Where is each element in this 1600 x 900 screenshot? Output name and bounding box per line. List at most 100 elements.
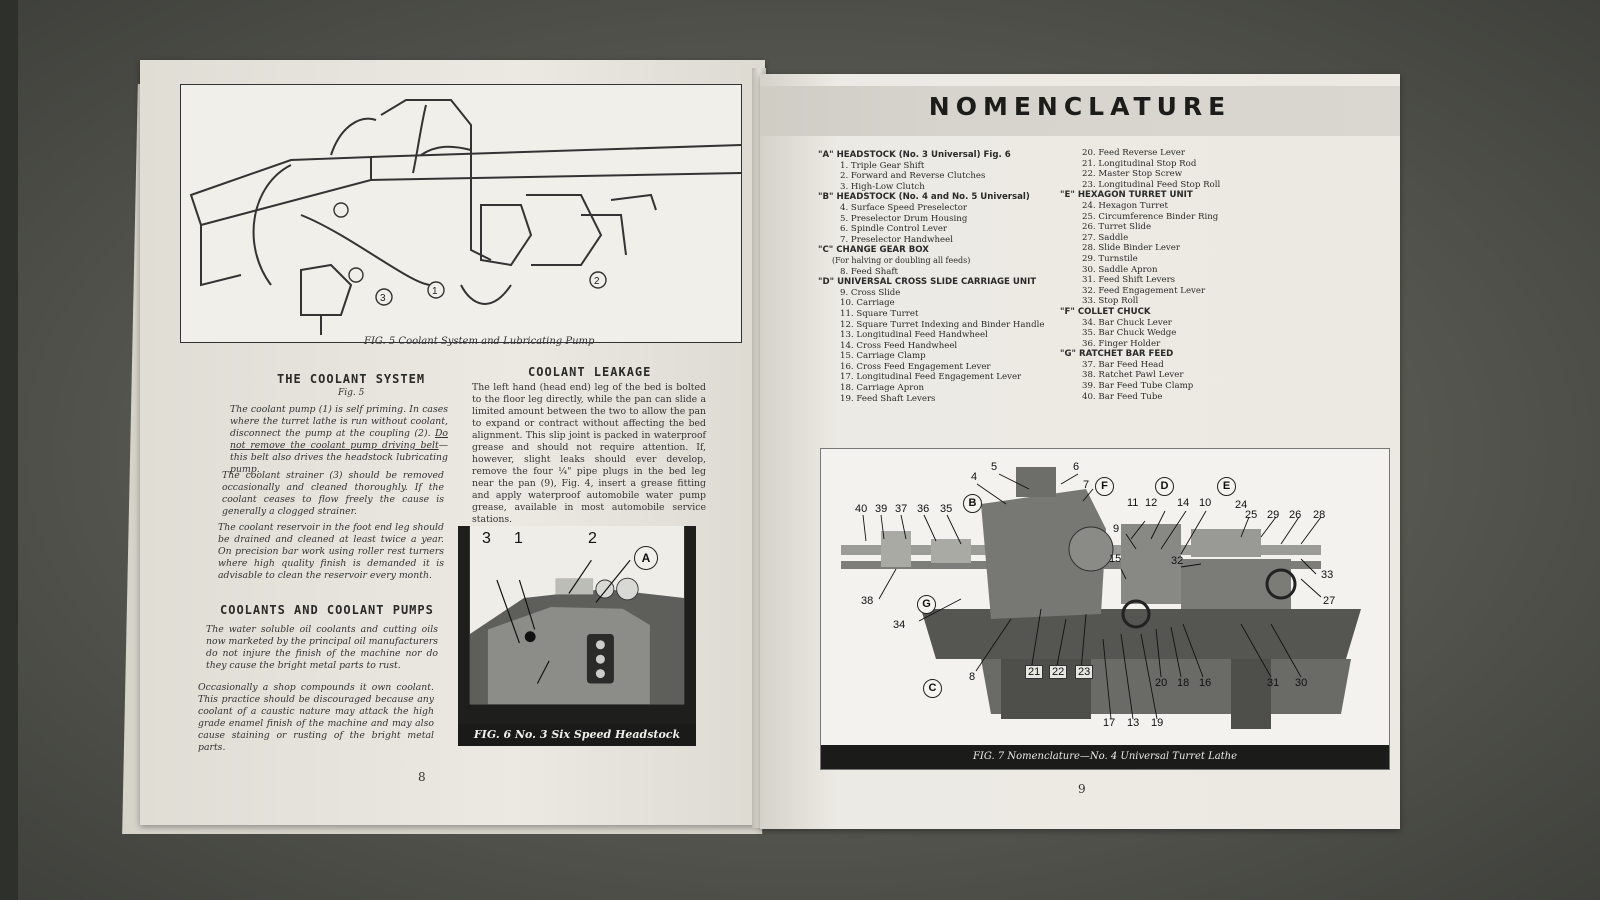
figure-7-caption: FIG. 7 Nomenclature—No. 4 Universal Turr… bbox=[821, 745, 1389, 769]
nomenclature-item: 13. Longitudinal Feed Handwheel bbox=[840, 330, 988, 341]
coolant-system-drawing: 1 2 3 bbox=[189, 99, 742, 335]
section-title-coolants-pumps: COOLANTS AND COOLANT PUMPS bbox=[220, 603, 434, 617]
section-title-coolant-leakage: COOLANT LEAKAGE bbox=[528, 365, 652, 379]
label-37: 37 bbox=[895, 503, 908, 515]
page-number-right: 9 bbox=[1078, 782, 1086, 796]
nomenclature-item: 24. Hexagon Turret bbox=[1082, 200, 1168, 211]
workbench-edge bbox=[0, 0, 18, 900]
nomenclature-item: 26. Turret Slide bbox=[1082, 222, 1152, 233]
nomenclature-item: 21. Longitudinal Stop Rod bbox=[1082, 158, 1197, 169]
label-33: 33 bbox=[1321, 569, 1334, 581]
fig6-callout-1: 1 bbox=[514, 530, 523, 547]
nomenclature-item: 10. Carriage bbox=[840, 298, 895, 309]
fig6-callout-3: 3 bbox=[482, 530, 491, 547]
nomenclature-item: 37. Bar Feed Head bbox=[1082, 359, 1164, 370]
nomenclature-item: 27. Saddle bbox=[1082, 232, 1129, 243]
label-13: 13 bbox=[1127, 717, 1140, 729]
paragraph-shop-coolant: Occasionally a shop compounds it own coo… bbox=[198, 682, 434, 753]
nomenclature-item: 14. Cross Feed Handwheel bbox=[840, 340, 958, 351]
label-6: 6 bbox=[1073, 461, 1080, 473]
figure-5-coolant-diagram: 1 2 3 bbox=[180, 84, 742, 343]
label-15: 15 bbox=[1109, 553, 1122, 565]
label-11: 11 bbox=[1127, 497, 1139, 509]
figure-5-caption: FIG. 5 Coolant System and Lubricating Pu… bbox=[364, 336, 595, 347]
nomenclature-item: 11. Square Turret bbox=[840, 308, 919, 319]
label-E: E bbox=[1217, 477, 1236, 496]
fig6-callout-2: 2 bbox=[588, 530, 597, 547]
nomenclature-group-heading: "A" HEADSTOCK (No. 3 Universal) Fig. 6 bbox=[818, 150, 1011, 160]
nomenclature-item: 5. Preselector Drum Housing bbox=[840, 213, 968, 224]
nomenclature-item: 19. Feed Shaft Levers bbox=[840, 393, 936, 404]
nomenclature-item: 7. Preselector Handwheel bbox=[840, 234, 953, 245]
callout-3: 3 bbox=[380, 293, 386, 304]
nomenclature-item: 9. Cross Slide bbox=[840, 287, 901, 298]
nomenclature-item: 40. Bar Feed Tube bbox=[1082, 391, 1163, 402]
nomenclature-item: 18. Carriage Apron bbox=[840, 383, 925, 394]
nomenclature-group-heading: "F" COLLET CHUCK bbox=[1060, 306, 1151, 317]
label-25: 25 bbox=[1245, 509, 1258, 521]
label-4: 4 bbox=[971, 471, 978, 483]
fig-reference: Fig. 5 bbox=[338, 388, 365, 398]
nomenclature-item: 34. Bar Chuck Lever bbox=[1082, 317, 1172, 328]
label-G: G bbox=[917, 595, 936, 614]
nomenclature-group-note: (For halving or doubling all feeds) bbox=[832, 255, 971, 265]
label-C: C bbox=[923, 679, 942, 698]
label-7: 7 bbox=[1083, 479, 1090, 491]
nomenclature-item: 32. Feed Engagement Lever bbox=[1082, 285, 1206, 296]
nomenclature-item: 39. Bar Feed Tube Clamp bbox=[1082, 381, 1194, 392]
label-17: 17 bbox=[1103, 717, 1116, 729]
callout-1: 1 bbox=[432, 286, 438, 297]
label-9: 9 bbox=[1113, 523, 1120, 535]
label-5: 5 bbox=[991, 461, 998, 473]
nomenclature-item: 31. Feed Shift Levers bbox=[1082, 275, 1176, 286]
label-21: 21 bbox=[1025, 665, 1044, 679]
paragraph-coolant-leakage: The left hand (head end) leg of the bed … bbox=[472, 382, 706, 525]
open-manual: 1 2 3 FIG. 5 Coolant System and Lubricat… bbox=[122, 60, 1420, 840]
label-26: 26 bbox=[1289, 509, 1302, 521]
label-28: 28 bbox=[1313, 509, 1326, 521]
nomenclature-group-heading: "B" HEADSTOCK (No. 4 and No. 5 Universal… bbox=[818, 192, 1030, 203]
nomenclature-item: 20. Feed Reverse Lever bbox=[1082, 148, 1185, 158]
nomenclature-item: 1. Triple Gear Shift bbox=[840, 160, 925, 171]
nomenclature-item: 12. Square Turret Indexing and Binder Ha… bbox=[840, 319, 1045, 330]
headstock-photo-image bbox=[469, 526, 685, 705]
nomenclature-item: 29. Turnstile bbox=[1082, 253, 1138, 264]
label-12: 12 bbox=[1145, 497, 1158, 509]
label-31: 31 bbox=[1267, 677, 1280, 689]
nomenclature-item: 30. Saddle Apron bbox=[1082, 264, 1158, 275]
nomenclature-item: 17. Longitudinal Feed Engagement Lever bbox=[840, 372, 1022, 383]
nomenclature-item: 33. Stop Roll bbox=[1082, 296, 1139, 307]
nomenclature-item: 36. Finger Holder bbox=[1082, 338, 1161, 349]
label-19: 19 bbox=[1151, 717, 1164, 729]
paragraph-coolant-strainer: The coolant strainer (3) should be remov… bbox=[222, 470, 444, 517]
label-B: B bbox=[963, 494, 982, 513]
label-D: D bbox=[1155, 477, 1174, 496]
paragraph-coolant-pump: The coolant pump (1) is self priming. In… bbox=[230, 404, 448, 475]
page-title-nomenclature: NOMENCLATURE bbox=[928, 92, 1232, 121]
label-39: 39 bbox=[875, 503, 888, 515]
nomenclature-item: 15. Carriage Clamp bbox=[840, 351, 926, 362]
nomenclature-item: 22. Master Stop Screw bbox=[1082, 169, 1183, 180]
label-30: 30 bbox=[1295, 677, 1308, 689]
label-18: 18 bbox=[1177, 677, 1190, 689]
nomenclature-item: 2. Forward and Reverse Clutches bbox=[840, 171, 986, 182]
nomenclature-item: 38. Ratchet Pawl Lever bbox=[1082, 370, 1184, 381]
page-8: 1 2 3 FIG. 5 Coolant System and Lubricat… bbox=[140, 60, 765, 825]
label-8: 8 bbox=[969, 671, 976, 683]
nomenclature-group-heading: "E" HEXAGON TURRET UNIT bbox=[1060, 190, 1193, 201]
figure-7-turret-lathe: 40 39 37 36 35 B 4 5 6 7 F 11 12 D 14 10… bbox=[820, 448, 1390, 770]
nomenclature-item: 16. Cross Feed Engagement Lever bbox=[840, 361, 991, 372]
label-34: 34 bbox=[893, 619, 906, 631]
nomenclature-group: "B" HEADSTOCK (No. 4 and No. 5 Universal… bbox=[818, 192, 1078, 245]
page-9: NOMENCLATURE "A" HEADSTOCK (No. 3 Univer… bbox=[760, 74, 1400, 829]
figure-6-caption: FIG. 6 No. 3 Six Speed Headstock bbox=[458, 724, 696, 746]
nomenclature-group-heading: "G" RATCHET BAR FEED bbox=[1060, 349, 1174, 360]
figure-6-headstock-photo: 3 1 2 A FIG. 6 No. 3 Six Speed Headstock bbox=[458, 526, 696, 746]
nomenclature-group-heading: "D" UNIVERSAL CROSS SLIDE CARRIAGE UNIT bbox=[818, 277, 1037, 288]
label-14: 14 bbox=[1177, 497, 1190, 509]
